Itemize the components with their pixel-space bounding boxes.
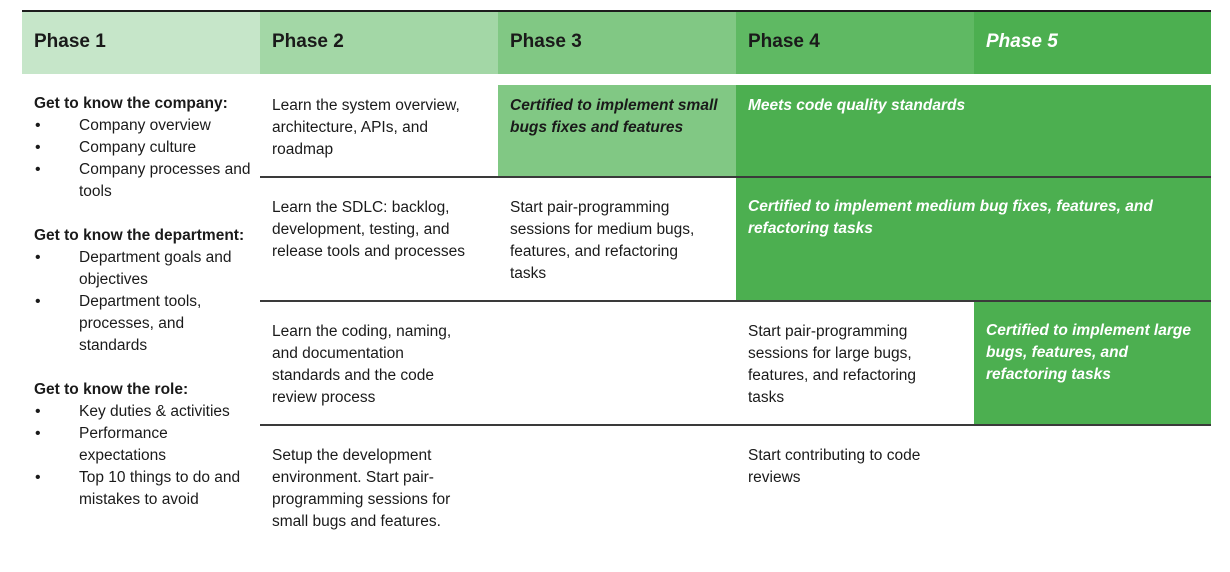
table-top-rule: [22, 10, 1211, 12]
section-title-department: Get to know the department:: [34, 227, 245, 244]
list-item: Department tools, processes, and standar…: [34, 291, 254, 357]
company-list: Company overview Company culture Company…: [34, 115, 254, 203]
header-phase-2: Phase 2: [260, 10, 498, 74]
list-item: Company overview: [34, 115, 254, 137]
row-divider-3: [260, 424, 1211, 426]
phase-2-row-4-cell: Setup the development environment. Start…: [260, 435, 475, 533]
header-phase-5: Phase 5: [974, 10, 1211, 74]
list-item: Top 10 things to do and mistakes to avoi…: [34, 467, 254, 511]
phase-2-row-1-text: Learn the system overview, architecture,…: [272, 97, 460, 158]
phase-2-row-3-text: Learn the coding, naming, and documentat…: [272, 323, 452, 406]
phase-4-row-4-text: Start contributing to code reviews: [748, 447, 921, 486]
department-list: Department goals and objectives Departme…: [34, 247, 254, 357]
phase-5-row-3-cell: Certified to implement large bugs, featu…: [974, 302, 1211, 425]
phase-4-row-2-text: Certified to implement medium bug fixes,…: [748, 198, 1153, 237]
phase-2-row-1-cell: Learn the system overview, architecture,…: [260, 85, 492, 161]
header-phase-1: Phase 1: [22, 10, 260, 74]
section-title-role: Get to know the role:: [34, 381, 189, 398]
phase-4-row-3-cell: Start pair-programming sessions for larg…: [736, 311, 948, 409]
phase-4-row-1-text: Meets code quality standards: [748, 97, 966, 114]
phase-3-row-1-text: Certified to implement small bugs fixes …: [510, 97, 718, 136]
phase-1-column: Get to know the company: Company overvie…: [34, 93, 254, 511]
phase-3-row-1-cell: Certified to implement small bugs fixes …: [498, 85, 736, 177]
phase-2-row-3-cell: Learn the coding, naming, and documentat…: [260, 311, 475, 409]
list-item: Department goals and objectives: [34, 247, 254, 291]
phase-header-row: Phase 1 Phase 2 Phase 3 Phase 4 Phase 5: [22, 10, 1211, 74]
phase-4-row-3-text: Start pair-programming sessions for larg…: [748, 323, 917, 406]
phase-5-row-3-text: Certified to implement large bugs, featu…: [986, 322, 1191, 383]
phase-4-5-row-1-cell: Meets code quality standards: [736, 85, 1211, 177]
role-list: Key duties & activities Performance expe…: [34, 401, 254, 511]
phase-3-row-2-text: Start pair-programming sessions for medi…: [510, 199, 695, 282]
header-phase-3: Phase 3: [498, 10, 736, 74]
phase-2-row-2-text: Learn the SDLC: backlog, development, te…: [272, 199, 466, 260]
phase-4-row-4-cell: Start contributing to code reviews: [736, 435, 956, 489]
header-phase-4: Phase 4: [736, 10, 974, 74]
phase-3-row-2-cell: Start pair-programming sessions for medi…: [498, 187, 730, 285]
phase-2-row-4-text: Setup the development environment. Start…: [272, 447, 451, 530]
row-divider-1: [260, 176, 1211, 178]
row-divider-2: [260, 300, 1211, 302]
phase-2-row-2-cell: Learn the SDLC: backlog, development, te…: [260, 187, 492, 263]
section-title-company: Get to know the company:: [34, 95, 228, 112]
list-item: Performance expectations: [34, 423, 254, 467]
phase-4-5-row-2-cell: Certified to implement medium bug fixes,…: [736, 178, 1211, 301]
list-item: Company processes and tools: [34, 159, 254, 203]
list-item: Company culture: [34, 137, 254, 159]
list-item: Key duties & activities: [34, 401, 254, 423]
